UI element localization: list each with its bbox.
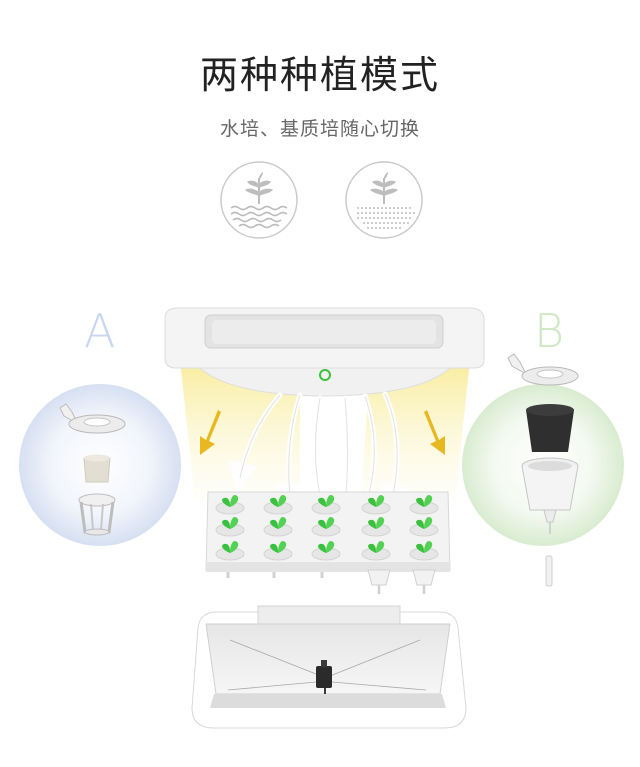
component-set-b [507,353,579,587]
sprout-leaf [270,497,278,507]
sprout-leaf [222,519,230,529]
component-set-a [59,403,126,536]
water-basin [191,605,467,729]
page-subtitle: 水培、基质培随心切换 [219,118,420,140]
sprout-leaf [424,495,433,507]
sprout-leaf [376,495,385,507]
sprout-leaf [230,495,239,507]
sprout-leaf [376,517,385,529]
page-title: 两种种植模式 [199,53,440,97]
planting-tray [205,491,451,594]
sprout-leaf [424,517,433,529]
plant-soil-icon [345,161,423,239]
sprout-leaf [376,541,385,553]
label-b: B [534,304,565,358]
sprout-leaf [368,519,376,529]
plant-water-icon [220,161,298,239]
sprout-leaf [270,543,278,553]
sprout-leaf [416,519,424,529]
sprout-leaf [222,497,230,507]
sprout-leaf [318,519,326,529]
sprout-leaf [326,495,335,507]
sprout-leaf [230,541,239,553]
sprout-leaf [222,543,230,553]
sprout-leaf [318,497,326,507]
sprout-leaf [326,541,335,553]
label-a: A [84,304,116,358]
sprout-leaf [270,519,278,529]
sprout-leaf [326,517,335,529]
sprout-leaf [368,543,376,553]
sprout-leaf [278,541,287,553]
sprout-leaf [230,517,239,529]
grow-lamp [164,307,485,397]
sprout-leaf [416,497,424,507]
sprout-leaf [424,541,433,553]
sprout-leaf [318,543,326,553]
sprout-leaf [416,543,424,553]
sprout-leaf [278,495,287,507]
sprout-leaf [278,517,287,529]
sprout-leaf [368,497,376,507]
